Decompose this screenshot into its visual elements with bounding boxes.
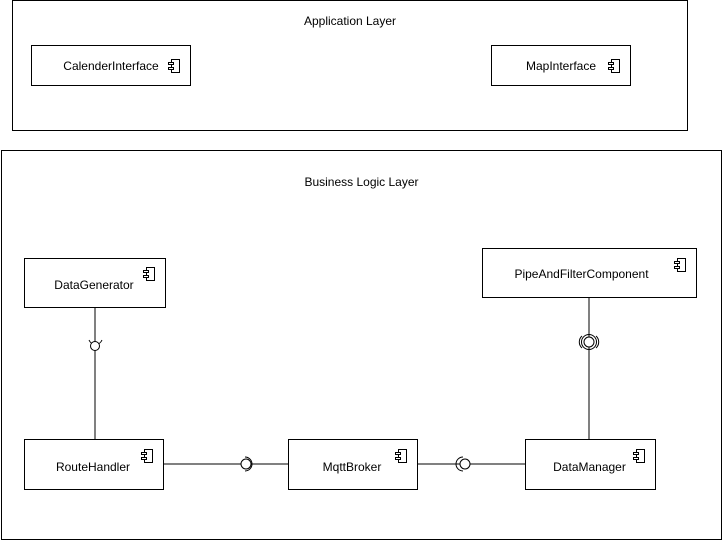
component-label: RouteHandler [55,459,131,474]
business-logic-layer-title: Business Logic Layer [304,175,419,189]
component-label: MapInterface [525,58,597,73]
application-layer-title: Application Layer [303,14,397,28]
component-icon [168,59,180,73]
component-icon [674,258,686,272]
provided-interface-ball [459,458,471,470]
data-generator-component[interactable]: DataGenerator [24,258,166,308]
component-label: PipeAndFilterComponent [514,267,649,281]
provided-interface-ball [90,341,100,351]
component-label: DataManager [553,459,626,474]
component-icon [141,449,153,463]
route-handler-component[interactable]: RouteHandler [24,439,164,490]
provided-interface-ball [240,458,252,470]
required-interface-socket [244,456,253,472]
pipe-and-filter-component[interactable]: PipeAndFilterComponent [482,248,697,298]
provided-interface-ball [583,336,595,348]
data-manager-component[interactable]: DataManager [525,439,656,490]
component-icon [608,59,620,73]
component-label: MqttBroker [322,459,382,474]
component-label: CalenderInterface [63,58,159,73]
component-icon [395,449,407,463]
required-interface-socket [578,335,600,349]
calender-interface-component[interactable]: CalenderInterface [31,45,191,86]
mqtt-broker-component[interactable]: MqttBroker [288,439,418,490]
required-interface-socket [455,456,464,472]
component-icon [633,449,645,463]
component-label: DataGenerator [54,278,134,292]
map-interface-component[interactable]: MapInterface [491,45,631,86]
component-icon [143,267,155,281]
